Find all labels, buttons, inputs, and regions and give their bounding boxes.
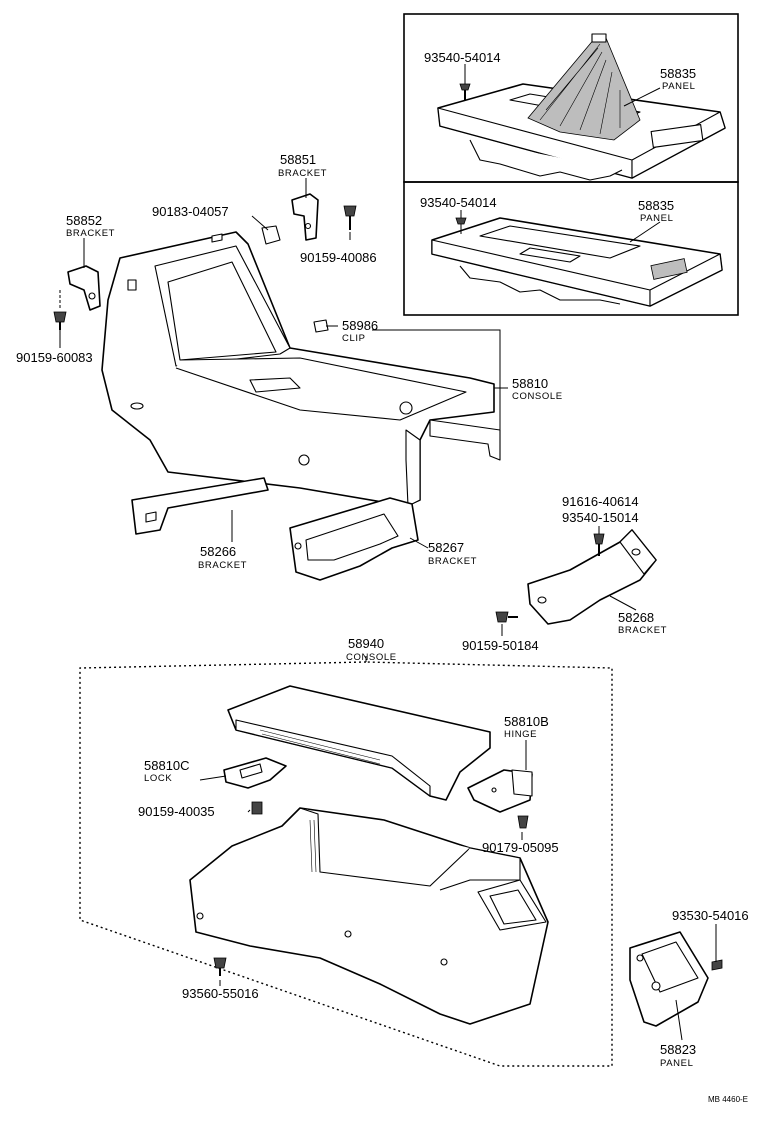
part-label-93540-top: 93540-54014	[424, 50, 501, 65]
part-label-58835-mid: 58835 PANEL	[638, 198, 674, 224]
part-label-58810c: 58810C LOCK	[144, 758, 190, 784]
part-number: 58268	[618, 610, 654, 625]
part-number: 58835	[638, 198, 674, 213]
part-number: 90183-04057	[152, 204, 229, 219]
part-label-58266: 58266 BRACKET	[198, 544, 247, 571]
part-number: 58986	[342, 318, 378, 333]
part-label-93530: 93530-54016	[672, 908, 749, 923]
part-name: BRACKET	[198, 560, 247, 571]
part-label-58852: 58852 BRACKET	[66, 213, 115, 239]
part-name: BRACKET	[618, 625, 667, 636]
part-name: CONSOLE	[512, 391, 563, 402]
part-label-58268: 58268 BRACKET	[618, 610, 667, 636]
part-name: BRACKET	[428, 556, 477, 567]
part-number: 58851	[280, 152, 316, 167]
panel-58823-drawing	[629, 931, 723, 1027]
part-name: CLIP	[342, 333, 366, 344]
part-label-58940: 58940 CONSOLE	[346, 636, 397, 663]
panel-58835-mid-drawing	[431, 217, 723, 307]
part-name: PANEL	[640, 213, 673, 224]
console-58810-drawing	[101, 231, 501, 507]
part-number: 58823	[660, 1042, 696, 1057]
part-number: 90159-40086	[300, 250, 377, 265]
part-label-58835-top: 58835 PANEL	[660, 66, 696, 92]
part-label-58851: 58851 BRACKET	[278, 152, 327, 179]
leader-lines	[59, 64, 717, 1041]
part-number: 93560-55016	[182, 986, 259, 1001]
part-name: HINGE	[504, 729, 537, 740]
bracket-58851-drawing	[261, 193, 357, 333]
bracket-58267-drawing	[289, 497, 419, 581]
console-58940-body-drawing	[189, 807, 549, 1025]
part-label-93560: 93560-55016	[182, 986, 259, 1001]
part-label-58810b: 58810B HINGE	[504, 714, 549, 740]
part-number: 90159-40035	[138, 804, 215, 819]
part-label-90183: 90183-04057	[152, 204, 229, 219]
part-number: 93540-54014	[424, 50, 501, 65]
part-label-90159-40086: 90159-40086	[300, 250, 377, 265]
part-number: 93540-15014	[562, 510, 639, 525]
inset-frames	[403, 13, 739, 316]
part-name: PANEL	[660, 1058, 693, 1069]
part-name: LOCK	[144, 773, 172, 784]
part-number: 91616-40614	[562, 494, 639, 509]
part-label-58823: 58823 PANEL	[660, 1042, 696, 1069]
part-name: BRACKET	[278, 168, 327, 179]
inset-frame-bottom	[403, 181, 739, 316]
part-label-58267: 58267 BRACKET	[428, 540, 477, 567]
part-number: 93540-54014	[420, 195, 497, 210]
bracket-58266-drawing	[131, 477, 269, 535]
part-label-90159-50184: 90159-50184	[462, 638, 539, 653]
lock-58810c-drawing	[223, 757, 287, 815]
part-label-93540-15014: 93540-15014	[562, 510, 639, 525]
part-number: 90159-50184	[462, 638, 539, 653]
part-name: CONSOLE	[346, 652, 397, 663]
panel-58835-top-drawing	[437, 33, 726, 181]
part-label-90179: 90179-05095	[482, 840, 559, 855]
part-number: 58852	[66, 213, 102, 228]
part-name: BRACKET	[66, 228, 115, 239]
bracket-58268-drawing	[495, 529, 657, 625]
part-label-93540-mid: 93540-54014	[420, 195, 497, 210]
part-number: 90179-05095	[482, 840, 559, 855]
part-number: 58810C	[144, 758, 190, 773]
hinge-58810b-drawing	[467, 769, 533, 829]
part-number: 93530-54016	[672, 908, 749, 923]
part-number: 90159-60083	[16, 350, 93, 365]
part-number: 58810B	[504, 714, 549, 729]
part-label-91616: 91616-40614	[562, 494, 639, 509]
part-label-58810: 58810 CONSOLE	[512, 376, 563, 402]
part-number: 58267	[428, 540, 464, 555]
bracket-58852-drawing	[53, 265, 101, 330]
part-number: 58940	[348, 636, 384, 651]
part-number: 58835	[660, 66, 696, 81]
part-number: 58266	[200, 544, 236, 559]
console-58940-boundary	[79, 661, 613, 1067]
part-label-90159-60083: 90159-60083	[16, 350, 93, 365]
console-58940-lid-drawing	[227, 685, 491, 801]
diagram-code: MB 4460-E	[708, 1095, 748, 1104]
part-label-90159-40035: 90159-40035	[138, 804, 215, 819]
part-number: 58810	[512, 376, 548, 391]
part-label-58986: 58986 CLIP	[342, 318, 378, 344]
part-name: PANEL	[662, 81, 695, 92]
